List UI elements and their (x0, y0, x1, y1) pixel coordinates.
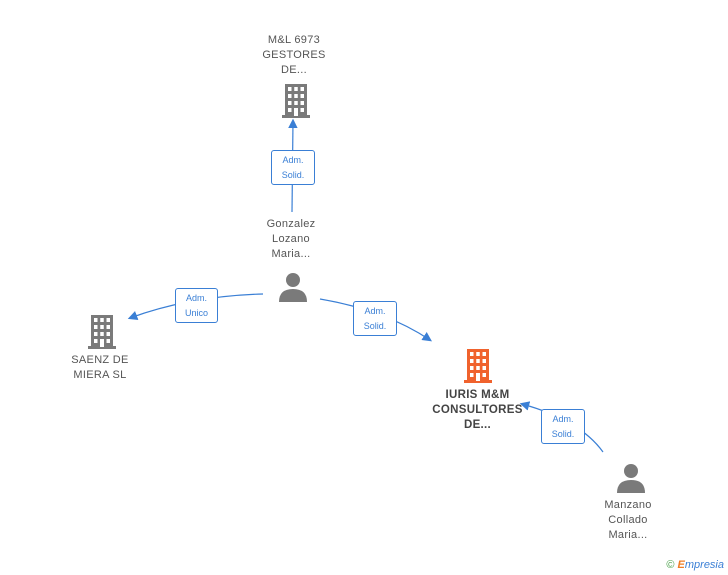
edge-label-adm-solid[interactable]: Adm. Solid. (541, 409, 585, 444)
label-line: IURIS M&M (445, 389, 510, 401)
label-line: Maria... (271, 248, 311, 260)
edge-label-line: Adm. (185, 293, 207, 303)
label-line: Gonzalez (266, 218, 316, 230)
label-line: GESTORES (262, 49, 326, 61)
edge-label-line: Solid. (281, 170, 305, 180)
edge-label-line: Unico (184, 308, 208, 318)
building-icon-highlighted[interactable] (462, 348, 494, 384)
node-label-iuris[interactable]: IURIS M&M CONSULTORES DE... (420, 388, 535, 433)
building-icon[interactable] (280, 83, 312, 119)
edge-label-line: Solid. (363, 321, 387, 331)
edge-label-line: Solid. (551, 429, 575, 439)
building-icon[interactable] (86, 314, 118, 350)
brand-initial: E (677, 559, 685, 571)
edge-label-adm-solid[interactable]: Adm. Solid. (271, 150, 315, 185)
label-line: Collado (608, 514, 648, 526)
label-line: M&L 6973 (267, 34, 321, 46)
node-label-gonzalez[interactable]: Gonzalez Lozano Maria... (236, 217, 346, 262)
person-icon[interactable] (616, 463, 646, 493)
node-label-saenz[interactable]: SAENZ DE MIERA SL (45, 353, 155, 383)
node-label-mgestores[interactable]: M&L 6973 GESTORES DE... (239, 33, 349, 78)
brand-name: mpresia (684, 559, 724, 571)
label-line: Lozano (272, 233, 310, 245)
edge-label-line: Adm. (364, 306, 386, 316)
label-line: SAENZ DE (71, 354, 129, 366)
label-line: MIERA SL (73, 369, 127, 381)
copyright-symbol: © (666, 559, 675, 571)
label-line: Maria... (608, 529, 648, 541)
empresia-logo: ©Empresia (666, 559, 724, 571)
edge-label-adm-unico[interactable]: Adm. Unico (175, 288, 218, 323)
label-line: CONSULTORES (432, 404, 523, 416)
edge-label-line: Adm. (282, 155, 304, 165)
edge-label-adm-solid[interactable]: Adm. Solid. (353, 301, 397, 336)
node-label-manzano[interactable]: Manzano Collado Maria... (573, 498, 683, 543)
label-line: Manzano (604, 499, 652, 511)
label-line: DE... (463, 419, 492, 431)
edge-label-line: Adm. (552, 414, 574, 424)
person-icon[interactable] (278, 272, 308, 302)
label-line: DE... (281, 64, 307, 76)
